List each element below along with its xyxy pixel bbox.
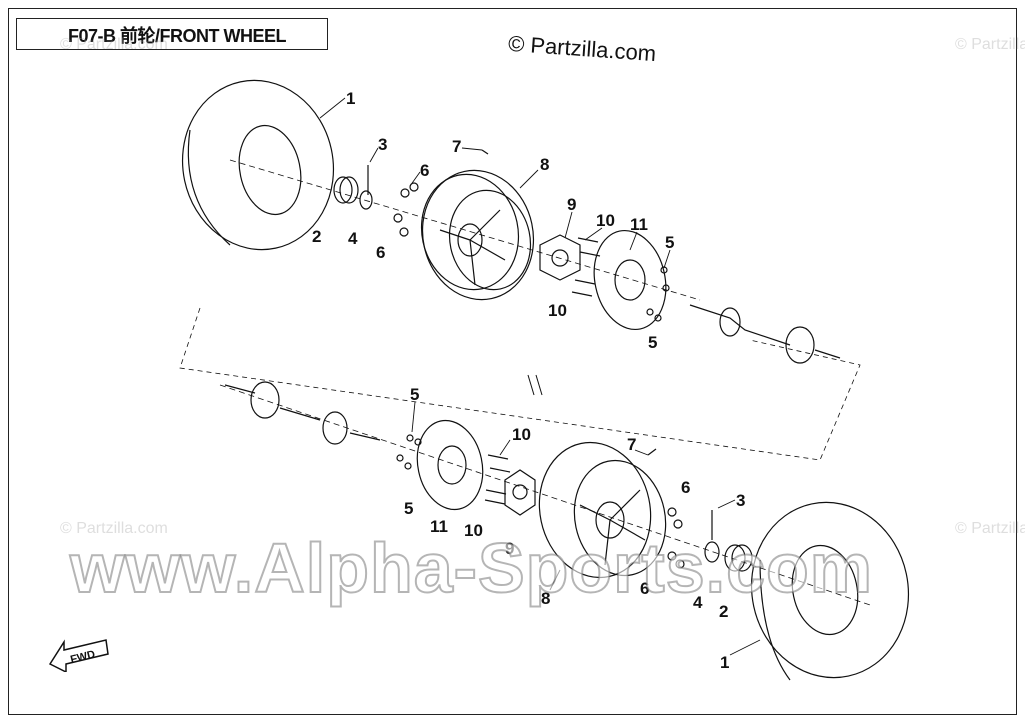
watermark-topleft: © Partzilla.com [60, 36, 168, 53]
callout-11-top: 11 [630, 215, 648, 234]
upper-tire [181, 79, 335, 251]
upper-axis-line [229, 159, 701, 301]
watermark-bottomright: © Partzilla.com [955, 520, 1025, 537]
callout-9-bottom: 9 [505, 539, 514, 558]
callout-4-top: 4 [348, 229, 358, 248]
callout-1-bottom: 1 [720, 653, 729, 672]
lower-lug-nuts [667, 507, 685, 569]
callout-3-top: 3 [378, 135, 387, 154]
leader-lines [319, 97, 761, 656]
lower-axis-line [219, 384, 871, 606]
lower-nut [724, 544, 753, 572]
upper-bolts [646, 266, 670, 322]
callouts-top: 1 2 3 4 6 6 7 8 9 10 10 11 5 5 [312, 89, 674, 352]
upper-washer [359, 190, 373, 210]
callout-5b-bottom: 5 [404, 499, 413, 518]
callout-7-top: 7 [452, 137, 461, 156]
upper-valve [481, 149, 489, 155]
lower-brake-disc [416, 419, 484, 511]
large-watermark: www.Alpha-Sports.com [69, 528, 874, 608]
lower-studs [484, 454, 511, 505]
watermark-topright: © Partzilla.com [955, 36, 1025, 53]
callout-10a-top: 10 [596, 211, 615, 230]
upper-lug-nuts [393, 182, 419, 237]
callout-11-bottom: 11 [430, 517, 448, 536]
callout-8-top: 8 [540, 155, 549, 174]
fwd-arrow-icon: FWD [48, 639, 109, 672]
upper-rim [420, 169, 535, 301]
callout-10b-top: 10 [548, 301, 567, 320]
fwd-label: FWD [69, 648, 96, 666]
callout-6b-bottom: 6 [640, 579, 649, 598]
callout-4-bottom: 4 [693, 593, 703, 612]
lower-bolts [396, 434, 422, 470]
lower-hub [504, 469, 536, 516]
callout-6a-top: 6 [420, 161, 429, 180]
callout-10a-bottom: 10 [512, 425, 531, 444]
upper-hub [539, 234, 581, 281]
diagram-title: F07-B 前轮/FRONT WHEEL [68, 26, 287, 46]
callout-2-bottom: 2 [719, 602, 728, 621]
callout-2-top: 2 [312, 227, 321, 246]
lower-valve [647, 448, 657, 456]
title-box [16, 18, 328, 50]
lower-rim [538, 441, 667, 579]
callout-6b-top: 6 [376, 243, 385, 262]
watermark-bottomleft: © Partzilla.com [60, 520, 168, 537]
callout-9-top: 9 [567, 195, 576, 214]
lower-washer [704, 541, 720, 563]
upper-nut [333, 176, 359, 204]
callout-7-bottom: 7 [627, 435, 636, 454]
callout-5a-bottom: 5 [410, 385, 419, 404]
lower-tire [750, 501, 910, 681]
drawing-frame [8, 8, 1017, 715]
callout-3-bottom: 3 [736, 491, 745, 510]
upper-drive-shaft [689, 304, 841, 364]
lower-drive-shaft [224, 381, 381, 445]
callout-5a-top: 5 [665, 233, 674, 252]
callout-1-top: 1 [346, 89, 355, 108]
callout-8-bottom: 8 [541, 589, 550, 608]
callout-6a-bottom: 6 [681, 478, 690, 497]
callout-5b-top: 5 [648, 333, 657, 352]
connection-bracket [179, 307, 861, 461]
callouts-bottom: 5 5 11 10 10 9 7 8 6 6 3 4 2 1 [404, 385, 745, 672]
callout-10b-bottom: 10 [464, 521, 483, 540]
